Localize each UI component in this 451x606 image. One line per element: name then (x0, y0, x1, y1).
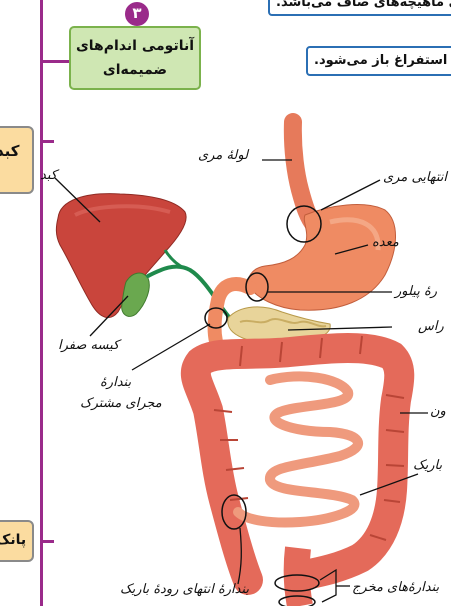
label-liver: کبد (40, 168, 57, 183)
esophagus (293, 122, 315, 226)
label-common-duct-line1: بندارهٔ (100, 375, 131, 390)
label-anal-sphincters: بندارهٔ‌های مخرج (352, 580, 439, 595)
label-esophagus: لولهٔ مری (198, 148, 248, 163)
small-intestine (238, 376, 358, 522)
label-ileocecal-sphincter: بندارهٔ انتهای رودهٔ باریک (120, 582, 249, 597)
label-common-duct-line2: مجرای مشترک (80, 396, 162, 411)
label-colon: ون (430, 404, 446, 419)
label-stomach: معده (372, 235, 399, 250)
label-small-intestine: باریک (413, 458, 442, 473)
label-pyloric-sphincter: رهٔ پیلور (395, 284, 437, 299)
rectum (297, 548, 300, 606)
stomach (248, 205, 395, 311)
label-gallbladder: کیسه صفرا (58, 338, 119, 353)
label-pancreas: راس (418, 319, 444, 334)
label-lower-esophageal-sphincter: انتهایی مری (383, 170, 447, 185)
